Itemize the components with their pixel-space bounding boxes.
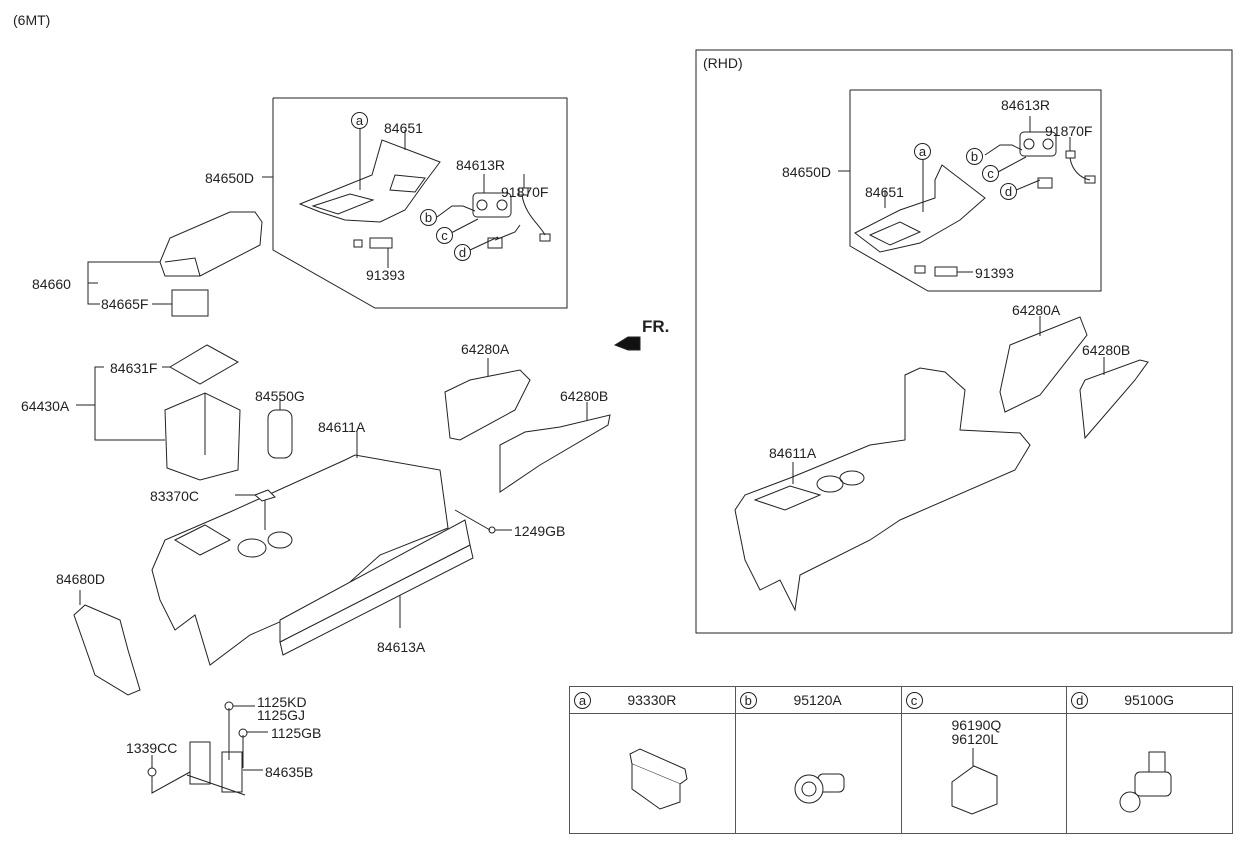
label-1249GB[interactable]: 1249GB <box>514 523 566 539</box>
side-cover-b-drawing <box>499 414 611 493</box>
legend-header-c: c <box>900 686 1068 714</box>
front-indicator-label: FR. <box>642 317 670 336</box>
rhd-title: (RHD) <box>703 55 743 71</box>
callout-c[interactable]: c <box>436 227 453 244</box>
label-83370C[interactable]: 83370C <box>150 488 200 504</box>
rhd-label-84613R[interactable]: 84613R <box>1001 97 1051 113</box>
cigar-lighter-drawing <box>1119 751 1172 813</box>
aux-jack-drawing <box>951 748 997 815</box>
legend-callout-d: d <box>1071 691 1089 709</box>
rhd-label-91393[interactable]: 91393 <box>975 265 1014 281</box>
legend-callout-b: b <box>739 691 757 709</box>
label-84635B[interactable]: 84635B <box>265 764 314 780</box>
rhd-label-91870F[interactable]: 91870F <box>1045 123 1093 139</box>
label-84665F[interactable]: 84665F <box>101 296 149 312</box>
callout-legend-table: a 93330R b 95120A c d 95100G 96190Q 9612… <box>569 686 1233 834</box>
rhd-label-84650D[interactable]: 84650D <box>782 164 832 180</box>
legend-image-c: 96190Q 96120L <box>902 714 1067 833</box>
power-outlet-drawing <box>794 773 845 804</box>
label-1125GJ[interactable]: 1125GJ <box>257 707 305 723</box>
rear-cover-drawing <box>73 604 141 696</box>
cup-insert-drawing <box>267 409 293 459</box>
label-84631F[interactable]: 84631F <box>110 360 158 376</box>
label-1339CC[interactable]: 1339CC <box>126 740 178 756</box>
label-64280B[interactable]: 64280B <box>560 388 609 404</box>
label-84660[interactable]: 84660 <box>32 276 71 292</box>
label-1125KD[interactable]: 1125KD <box>257 694 307 710</box>
callout-b[interactable]: b <box>420 209 437 226</box>
rhd-callout-a[interactable]: a <box>914 143 931 160</box>
label-84651[interactable]: 84651 <box>384 120 423 136</box>
rhd-shift-trim-drawing <box>854 164 986 253</box>
label-84613R[interactable]: 84613R <box>456 157 506 173</box>
callout-d[interactable]: d <box>454 244 471 261</box>
rhd-console-body-drawing <box>734 367 1031 612</box>
legend-image-b <box>736 714 901 833</box>
legend-part-b[interactable]: 95120A <box>793 692 842 708</box>
legend-header-d: d 95100G <box>1066 686 1233 714</box>
armrest-lid-drawing <box>159 211 263 277</box>
legend-image-a <box>570 714 735 833</box>
legend-callout-c: c <box>905 691 923 709</box>
front-arrow-icon <box>613 336 641 351</box>
label-84650D[interactable]: 84650D <box>205 170 255 186</box>
callout-a[interactable]: a <box>351 112 368 129</box>
legend-header-a: a 93330R <box>569 686 736 714</box>
rhd-callout-d[interactable]: d <box>1000 183 1017 200</box>
rhd-side-cover-b-drawing <box>1079 359 1149 440</box>
rhd-label-64280A[interactable]: 64280A <box>1012 302 1061 318</box>
legend-part-a[interactable]: 93330R <box>627 692 677 708</box>
label-84550G[interactable]: 84550G <box>255 388 305 404</box>
latch-drawing <box>171 289 209 317</box>
rhd-label-84611A[interactable]: 84611A <box>769 445 817 461</box>
label-64280A[interactable]: 64280A <box>461 341 510 357</box>
rhd-side-cover-a-drawing <box>999 316 1088 413</box>
label-1125GB[interactable]: 1125GB <box>271 725 322 741</box>
label-84613A[interactable]: 84613A <box>377 639 426 655</box>
label-84611A[interactable]: 84611A <box>318 419 366 435</box>
legend-callout-a: a <box>574 691 591 709</box>
legend-subpart-c-1[interactable]: 96190Q <box>951 717 1002 733</box>
rhd-callout-c[interactable]: c <box>982 165 999 182</box>
shift-trim-drawing <box>298 128 441 223</box>
rhd-callout-b[interactable]: b <box>966 148 983 165</box>
label-91870F[interactable]: 91870F <box>501 184 549 200</box>
label-64430A[interactable]: 64430A <box>21 398 70 414</box>
usb-jack-drawing <box>629 748 688 810</box>
legend-header-b: b 95120A <box>734 686 902 714</box>
bracket-drawing <box>186 741 246 796</box>
rhd-frame <box>695 49 1233 634</box>
inset-box-outline <box>272 97 568 309</box>
legend-subpart-c-2[interactable]: 96120L <box>951 731 999 747</box>
label-91393[interactable]: 91393 <box>366 267 405 283</box>
rhd-label-64280B[interactable]: 64280B <box>1082 342 1131 358</box>
label-84680D[interactable]: 84680D <box>56 571 106 587</box>
rhd-inset-box-outline <box>849 89 1102 292</box>
switch-panel-drawing <box>472 192 512 218</box>
variant-title: (6MT) <box>13 12 51 28</box>
storage-box-drawing <box>164 392 241 481</box>
side-cover-a-drawing <box>444 369 531 441</box>
legend-image-d <box>1067 714 1232 833</box>
rhd-label-84651[interactable]: 84651 <box>865 184 904 200</box>
legend-part-d[interactable]: 95100G <box>1124 692 1175 708</box>
mat-drawing <box>169 344 240 385</box>
